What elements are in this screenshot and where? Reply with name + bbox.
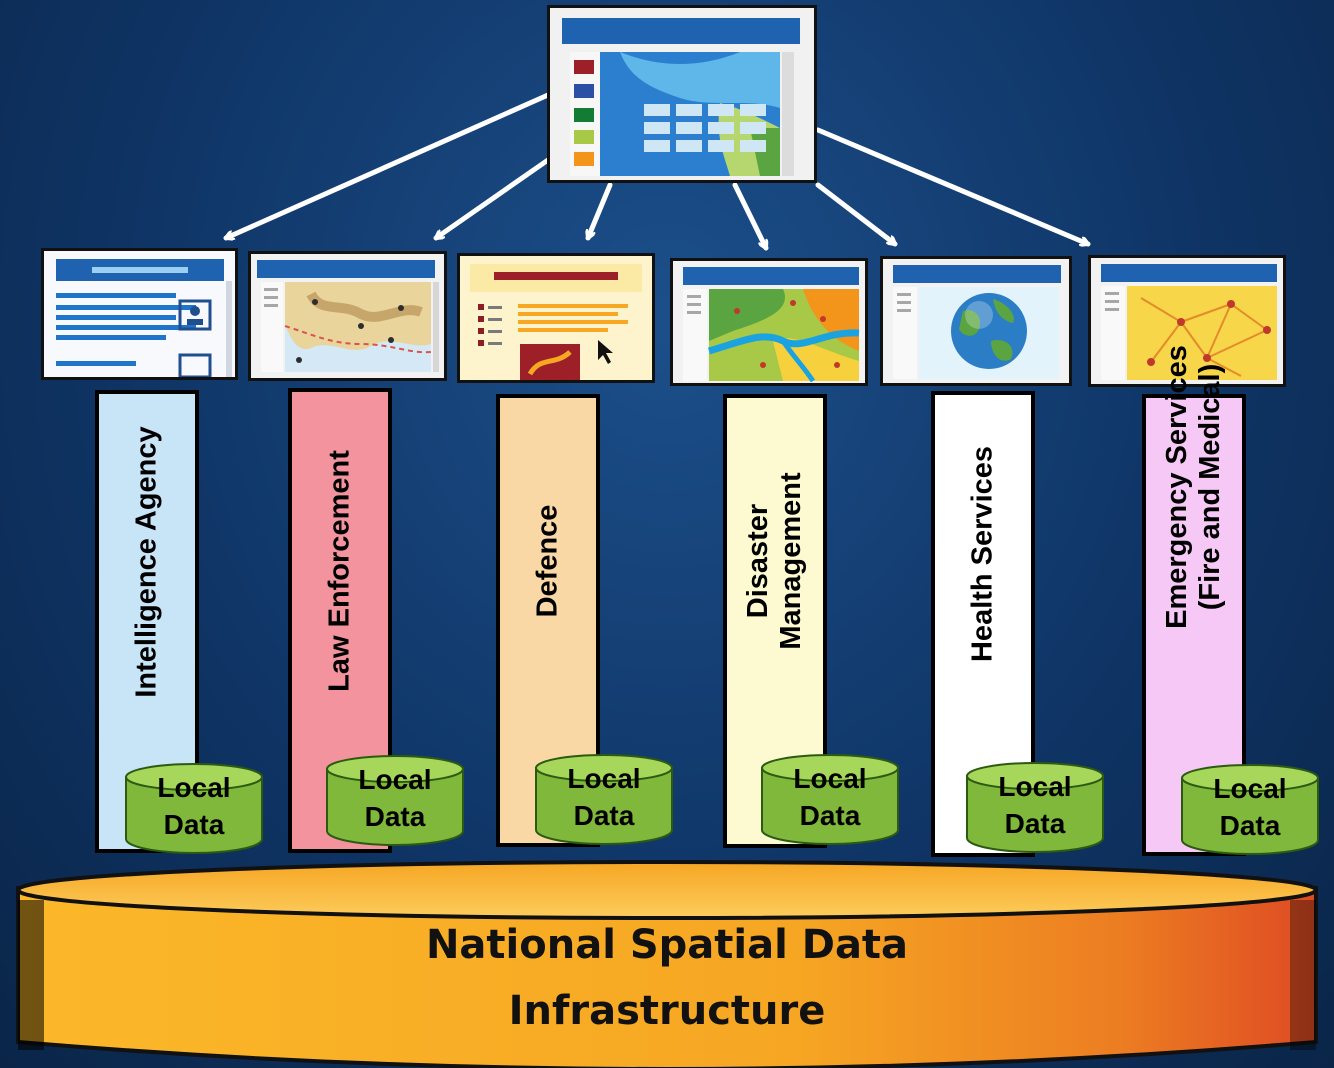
pillar-label: Intelligence Agency bbox=[130, 425, 163, 698]
local-data-label: Local Data bbox=[358, 764, 432, 832]
arrow-to-intelligence bbox=[226, 92, 551, 238]
law-enforcement-map-icon bbox=[248, 251, 447, 381]
pillar-label: Health Services bbox=[966, 445, 999, 663]
local-data-label: Local Data bbox=[157, 772, 231, 840]
local-data-label: Local Data bbox=[567, 763, 641, 831]
base-title-line1: National Spatial Data bbox=[425, 922, 909, 968]
intelligence-document-icon bbox=[41, 248, 238, 380]
arrow-to-defence bbox=[588, 182, 613, 238]
pillar-label: Disaster Management bbox=[742, 472, 807, 650]
local-data-cylinder: Local Data bbox=[325, 755, 465, 847]
defence-document-icon bbox=[457, 253, 655, 383]
pillar-label: Law Enforcement bbox=[323, 449, 356, 692]
health-globe-icon bbox=[880, 256, 1072, 386]
local-data-cylinder: Local Data bbox=[534, 754, 674, 846]
pillar-label: Emergency Services (Fire and Medical) bbox=[1161, 345, 1226, 629]
arrow-to-emergency bbox=[815, 127, 1088, 244]
base-title-line2: Infrastructure bbox=[508, 988, 826, 1034]
local-data-label: Local Data bbox=[998, 771, 1072, 839]
central-web-map-app-icon bbox=[547, 5, 817, 183]
pillar-label: Defence bbox=[531, 504, 564, 617]
local-data-cylinder: Local Data bbox=[965, 762, 1105, 854]
local-data-cylinder: Local Data bbox=[760, 754, 900, 846]
local-data-label: Local Data bbox=[1213, 773, 1287, 841]
arrow-to-health bbox=[815, 182, 895, 247]
arrow-to-law bbox=[436, 157, 551, 241]
disaster-map-icon bbox=[670, 258, 868, 386]
local-data-cylinder: Local Data bbox=[1180, 764, 1320, 856]
local-data-label: Local Data bbox=[793, 763, 867, 831]
arrow-to-disaster bbox=[732, 182, 769, 248]
nsdi-base-platform: National Spatial Data Infrastructure bbox=[0, 860, 1334, 1068]
emergency-network-map-icon bbox=[1088, 255, 1286, 387]
local-data-cylinder: Local Data bbox=[124, 763, 264, 855]
